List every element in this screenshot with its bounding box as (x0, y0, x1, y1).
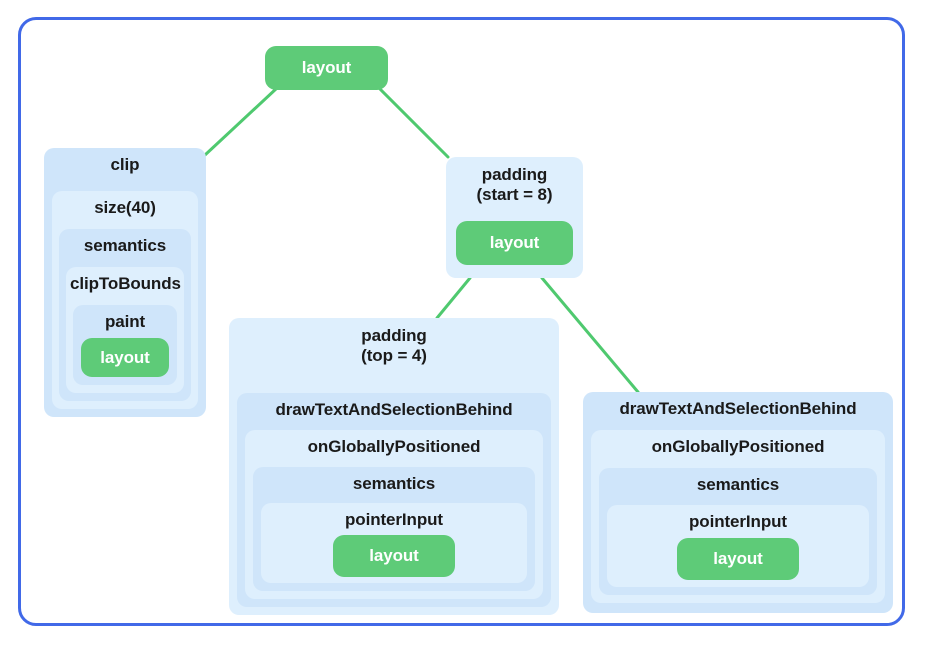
node-clip-label: clip (110, 155, 140, 174)
node-padding-top[interactable]: padding (top = 4) drawTextAndSelectionBe… (229, 318, 559, 615)
node-pointerinput-right[interactable]: pointerInput layout (607, 505, 869, 587)
node-onglobally-mid-label: onGloballyPositioned (307, 437, 481, 456)
node-pointerinput-mid-label: pointerInput (345, 510, 443, 529)
node-cliptobounds-label: clipToBounds (70, 274, 181, 293)
node-semantics-right-label: semantics (696, 475, 780, 494)
node-clip[interactable]: clip size(40) semantics clipToBounds pai… (44, 148, 206, 417)
padding-top-leaf-layout-node[interactable]: layout (333, 535, 455, 577)
node-padding-start-label: padding (start = 8) (476, 165, 553, 204)
node-cliptobounds[interactable]: clipToBounds paint layout (66, 267, 184, 393)
node-paint-label: paint (104, 312, 146, 331)
node-drawtext-right-label: drawTextAndSelectionBehind (619, 399, 857, 418)
node-semantics-label: semantics (83, 236, 167, 255)
node-size40[interactable]: size(40) semantics clipToBounds paint la… (52, 191, 198, 409)
node-onglobally-right-label: onGloballyPositioned (651, 437, 825, 456)
node-paint[interactable]: paint layout (73, 305, 177, 385)
node-semantics[interactable]: semantics clipToBounds paint layout (59, 229, 191, 401)
node-drawtext-right[interactable]: drawTextAndSelectionBehind onGloballyPos… (583, 392, 893, 613)
node-drawtext-mid[interactable]: drawTextAndSelectionBehind onGloballyPos… (237, 393, 551, 607)
node-semantics-right[interactable]: semantics pointerInput layout (599, 468, 877, 595)
node-drawtext-mid-label: drawTextAndSelectionBehind (275, 400, 513, 419)
drawtext-leaf-layout-node[interactable]: layout (677, 538, 799, 580)
node-pointerinput-mid[interactable]: pointerInput layout (261, 503, 527, 583)
node-semantics-mid-label: semantics (352, 474, 436, 493)
node-onglobally-mid[interactable]: onGloballyPositioned semantics pointerIn… (245, 430, 543, 599)
node-semantics-mid[interactable]: semantics pointerInput layout (253, 467, 535, 591)
node-onglobally-right[interactable]: onGloballyPositioned semantics pointerIn… (591, 430, 885, 603)
clip-leaf-layout-node[interactable]: layout (81, 338, 169, 377)
padding-start-leaf-layout-node[interactable]: layout (456, 221, 573, 265)
node-padding-start[interactable]: padding (start = 8) layout (446, 157, 583, 278)
node-pointerinput-right-label: pointerInput (689, 512, 787, 531)
node-size40-label: size(40) (94, 198, 156, 217)
node-padding-top-label: padding (top = 4) (361, 326, 427, 365)
root-layout-node[interactable]: layout (265, 46, 388, 90)
